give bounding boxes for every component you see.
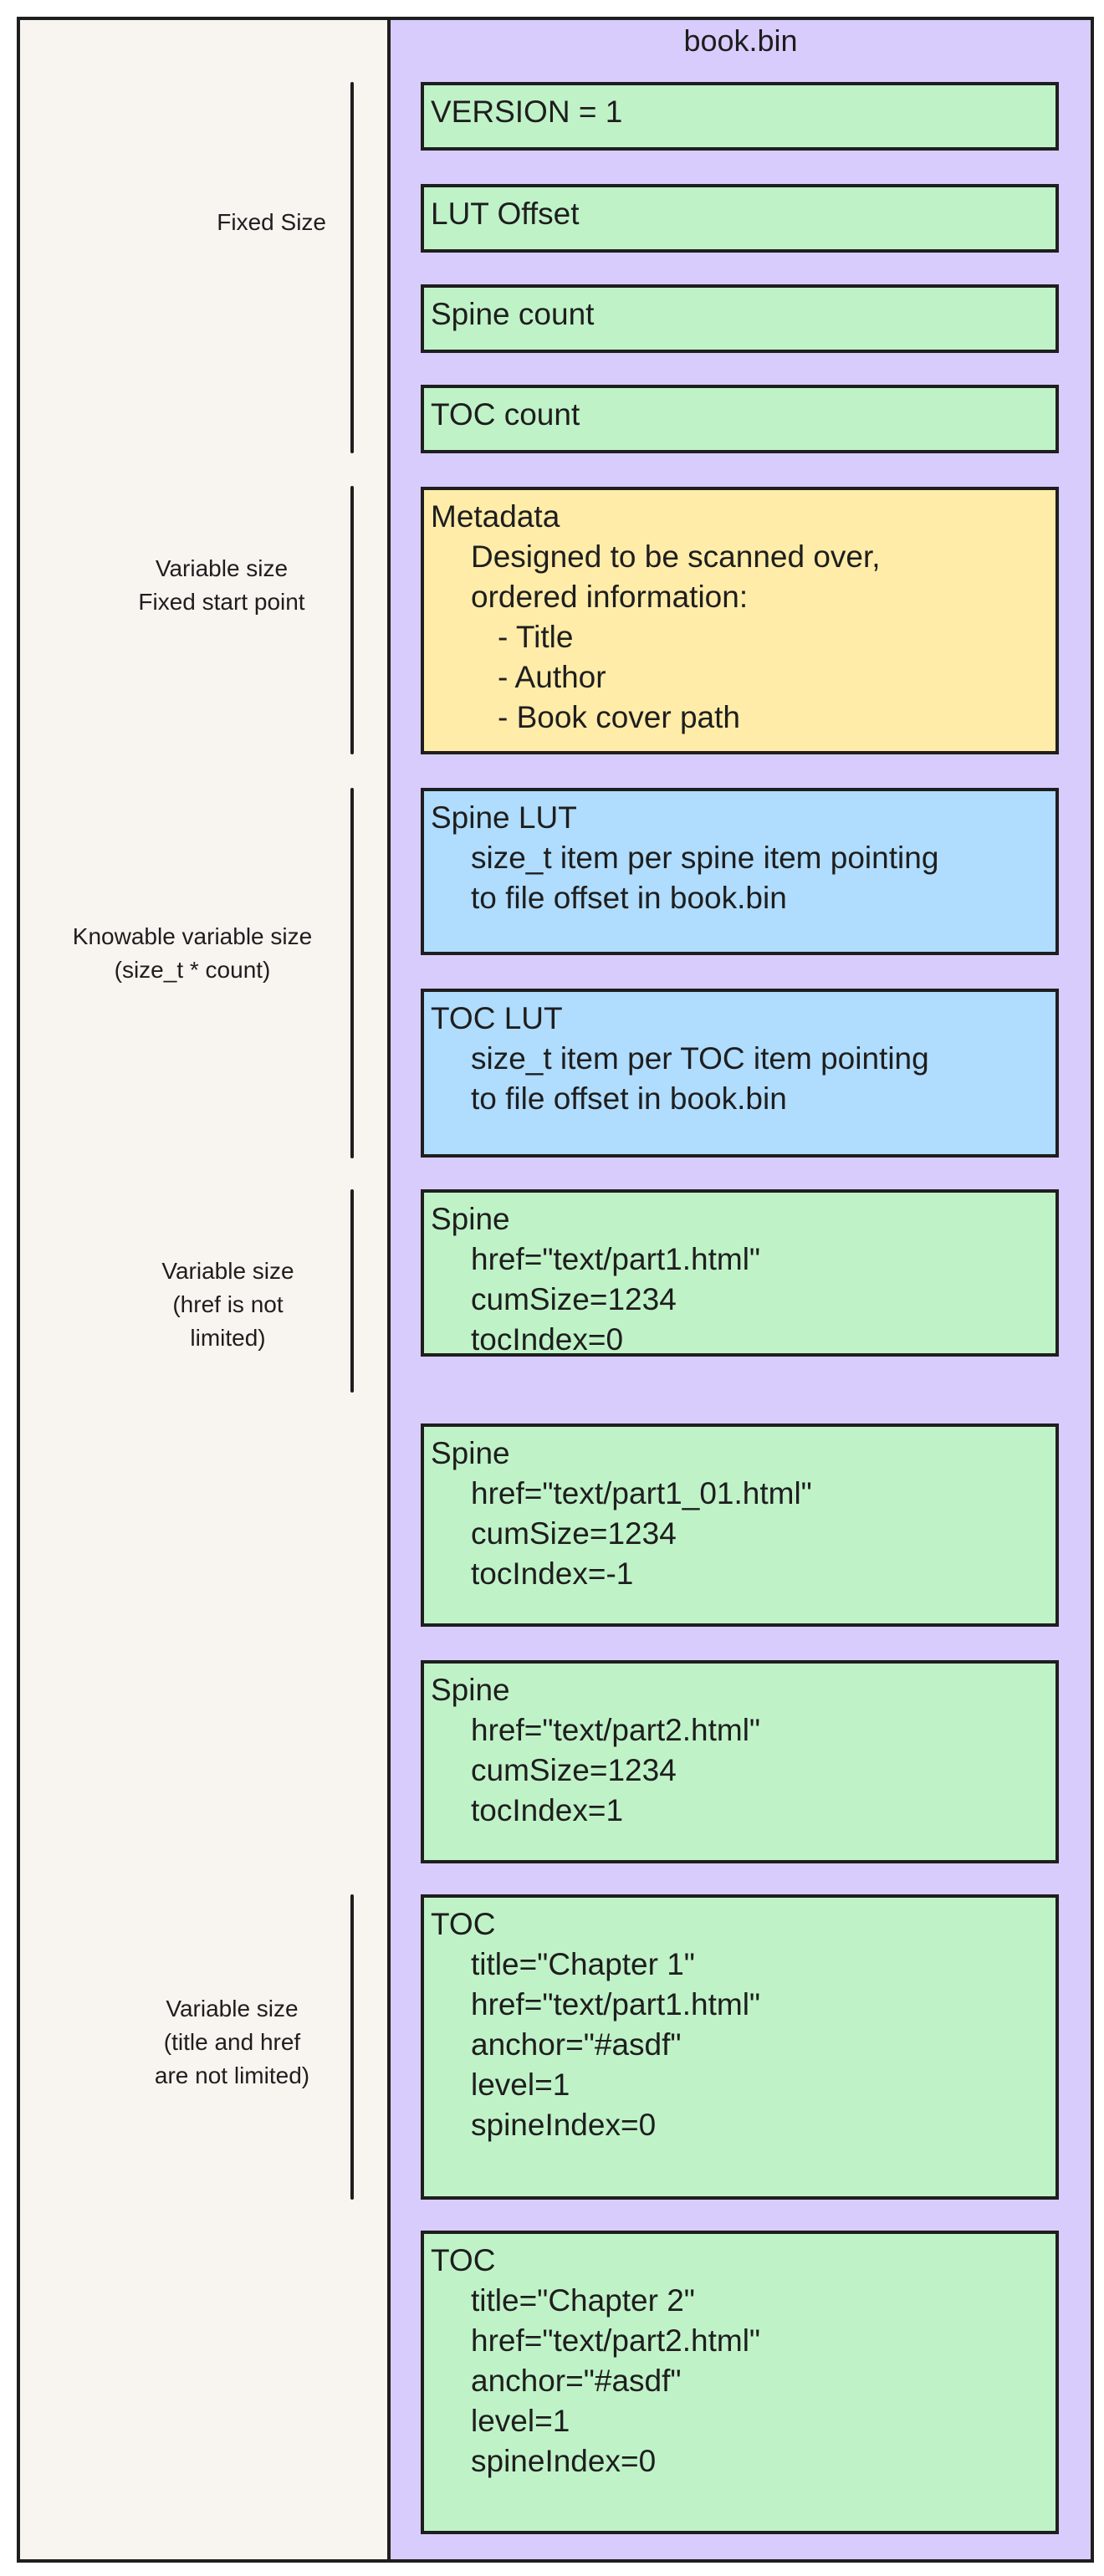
toc-size-label: Variable size (title and href are not limi… [109,1992,355,2093]
fixed-size-label: Fixed Size [125,206,326,239]
spine-size-label: Variable size (href is not limited) [125,1255,330,1355]
label-line: (title and href [163,2029,301,2055]
block-field: href="text/part1.html" [471,1242,761,1276]
block-field: spineIndex=0 [471,2108,657,2142]
spine-entry-block: Spine href="text/part1.html" cumSize=1234 t… [421,1189,1059,1357]
block-field: tocIndex=0 [471,1322,624,1357]
block-heading: Spine [431,1202,510,1236]
block-field: title="Chapter 2" [471,2283,695,2318]
block-field: spineIndex=0 [471,2444,657,2478]
block-field: tocIndex=-1 [471,1556,634,1591]
block-heading: Spine count [431,297,595,331]
block-heading: LUT Offset [431,197,580,231]
block-field: anchor="#asdf" [471,2027,682,2062]
block-heading: VERSION = 1 [431,95,623,129]
toc-entry-block: TOC title="Chapter 1" href="text/part1.htm… [421,1894,1059,2200]
label-line: Knowable variable size [72,923,313,949]
block-field: href="text/part1_01.html" [471,1476,812,1510]
spine-size-bracket-line [350,1189,354,1393]
spine-entry-block: Spine href="text/part2.html" cumSize=1234 t… [421,1660,1059,1863]
spine-entry-block: Spine href="text/part1_01.html" cumSize=12… [421,1423,1059,1627]
block-field: tocIndex=1 [471,1793,624,1827]
block-heading: Spine [431,1436,510,1470]
block-field: size_t item per spine item pointing [471,841,939,875]
block-heading: TOC LUT [431,1001,563,1035]
block-field: ordered information: [471,580,749,614]
toc-size-bracket-line [350,1894,354,2200]
label-line: (href is not [172,1291,284,1317]
toc-count-block: TOC count [421,385,1059,453]
block-field: href="text/part1.html" [471,1987,761,2021]
block-field: href="text/part2.html" [471,1713,761,1747]
label-line: Variable size [161,1258,294,1284]
block-field: level=1 [471,2404,570,2438]
label-line: Fixed start point [138,589,305,615]
block-heading: Spine [431,1673,510,1707]
label-line: Fixed Size [217,209,326,235]
lut-offset-block: LUT Offset [421,184,1059,253]
spine-count-block: Spine count [421,284,1059,353]
block-field: - Book cover path [498,700,740,734]
toc-lut-block: TOC LUT size_t item per TOC item pointing… [421,989,1059,1158]
block-heading: TOC count [431,397,580,432]
block-field: title="Chapter 1" [471,1947,695,1981]
block-field: size_t item per TOC item pointing [471,1041,929,1076]
block-field: anchor="#asdf" [471,2364,682,2398]
block-field: Designed to be scanned over, [471,539,881,574]
block-heading: Metadata [431,499,560,534]
metadata-size-bracket-line [350,486,354,754]
fixed-size-bracket-line [350,82,354,453]
block-field: - Author [498,660,606,694]
label-line: Variable size [155,555,289,581]
label-line: are not limited) [154,2062,310,2088]
block-field: - Title [498,620,574,654]
block-field: to file offset in book.bin [471,1081,787,1116]
lut-size-label: Knowable variable size (size_t * count) [33,920,351,987]
block-field: cumSize=1234 [471,1282,677,1316]
label-line: Variable size [166,1996,299,2021]
block-field: cumSize=1234 [471,1753,677,1787]
file-title: book.bin [683,23,798,58]
toc-entry-block: TOC title="Chapter 2" href="text/part2.htm… [421,2231,1059,2534]
lut-size-bracket-line [350,788,354,1158]
block-heading: TOC [431,2243,496,2277]
spine-lut-block: Spine LUT size_t item per spine item poin… [421,788,1059,955]
block-heading: Spine LUT [431,800,577,835]
label-line: (size_t * count) [114,957,271,983]
block-field: href="text/part2.html" [471,2323,761,2358]
version-block: VERSION = 1 [421,82,1059,151]
label-line: limited) [190,1325,266,1351]
block-field: to file offset in book.bin [471,881,787,915]
block-heading: TOC [431,1907,496,1941]
block-field: cumSize=1234 [471,1516,677,1551]
block-field: level=1 [471,2067,570,2102]
